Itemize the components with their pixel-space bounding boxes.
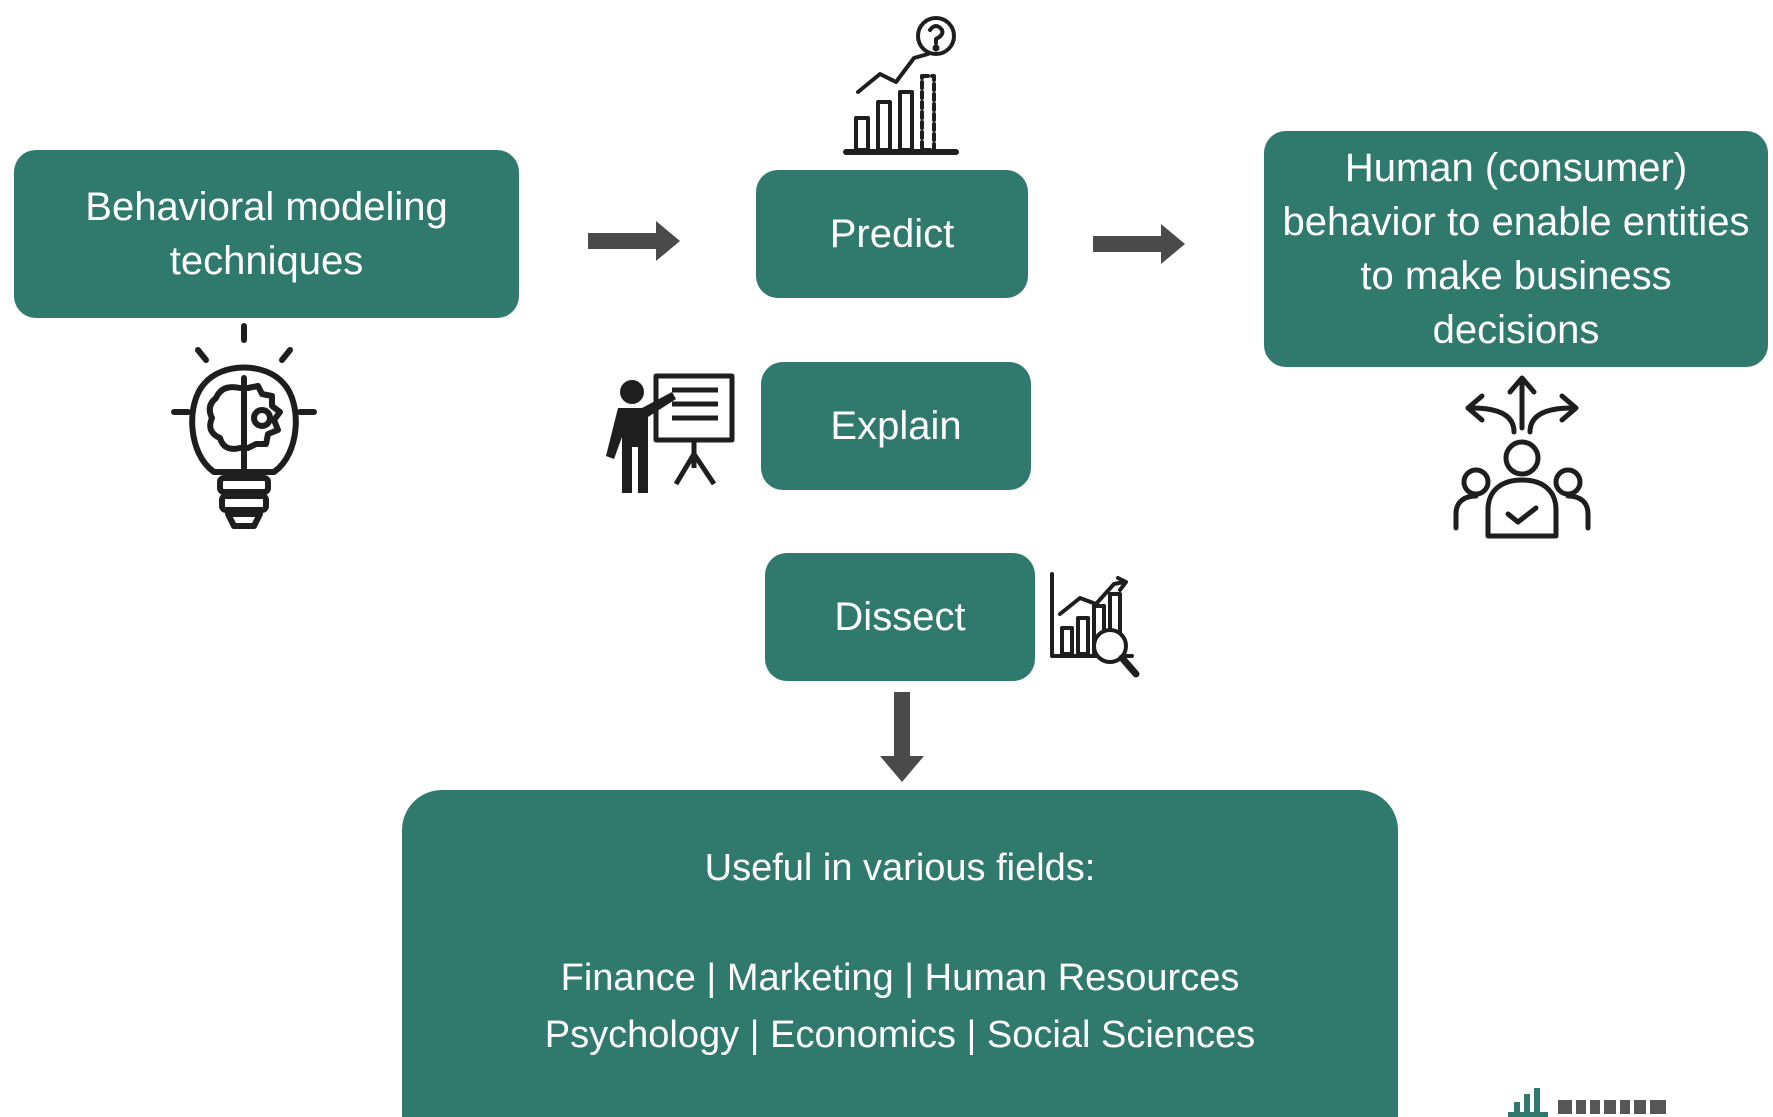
wallstreetmojo-logo [1508, 1088, 1666, 1117]
fields-line-1: Finance | Marketing | Human Resources [560, 957, 1240, 1000]
fields-box: Useful in various fields: Finance | Mark… [402, 790, 1398, 1117]
brain-lightbulb-icon [171, 323, 317, 529]
behavioral-modeling-box: Behavioral modeling techniques [14, 150, 519, 318]
fields-line-2: Psychology | Economics | Social Sciences [544, 1014, 1256, 1057]
predict-box: Predict [756, 170, 1028, 298]
behavioral-modeling-label: Behavioral modeling techniques [85, 185, 448, 283]
predict-label: Predict [829, 212, 955, 256]
arrow-down [880, 692, 924, 782]
explain-box: Explain [761, 362, 1031, 490]
chart-question-icon [843, 16, 959, 155]
arrow-right-1 [588, 221, 680, 261]
team-decision-arrows-icon [1453, 375, 1591, 539]
presenter-board-icon [606, 373, 735, 493]
fields-title: Useful in various fields: [704, 846, 1096, 889]
dissect-label: Dissect [834, 595, 966, 639]
explain-label: Explain [830, 404, 962, 448]
human-behavior-box: Human (consumer) behavior to enable enti… [1264, 131, 1768, 367]
chart-magnifier-icon [1050, 572, 1140, 678]
dissect-box: Dissect [765, 553, 1035, 681]
human-behavior-label: Human (consumer) behavior to enable enti… [1282, 146, 1750, 352]
arrow-right-2 [1093, 224, 1185, 264]
